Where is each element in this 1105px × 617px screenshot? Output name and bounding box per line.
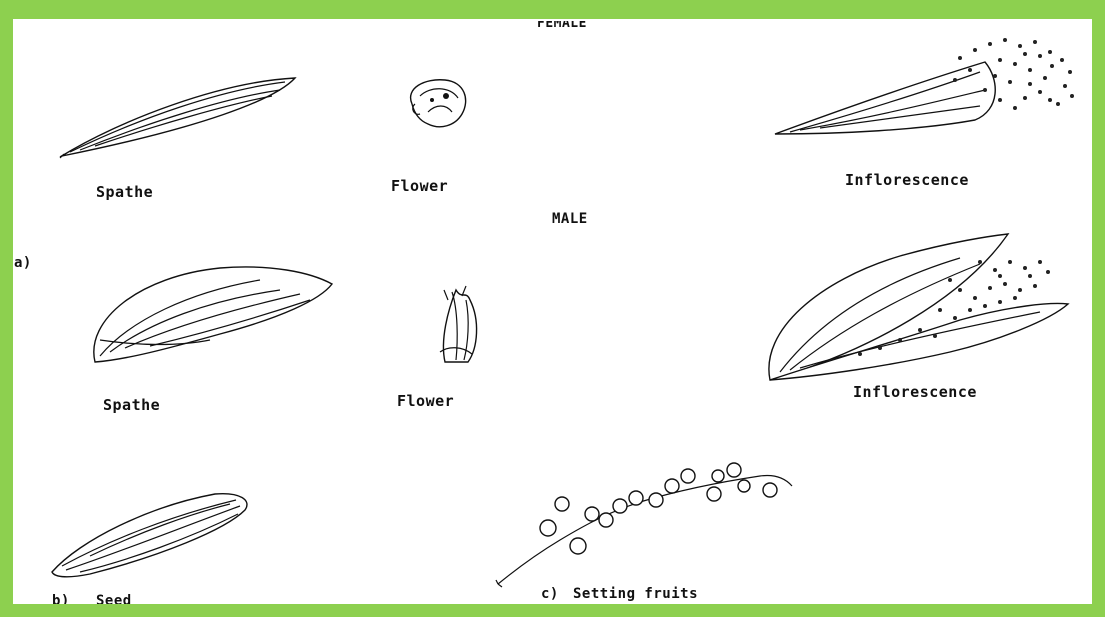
panel-marker-a: a) xyxy=(14,255,32,271)
female-inflorescence-label: Inflorescence xyxy=(845,171,969,189)
female-inflorescence-drawing xyxy=(775,38,1074,134)
setting-fruits-drawing xyxy=(496,463,792,587)
female-flower-label: Flower xyxy=(391,177,448,195)
female-spathe-drawing xyxy=(60,78,295,158)
seed-drawing xyxy=(52,494,247,577)
male-flower-label: Flower xyxy=(397,392,454,410)
female-flower-drawing xyxy=(411,80,466,127)
seed-label: Seed xyxy=(96,593,132,609)
setting-fruits-label: Setting fruits xyxy=(573,586,698,602)
male-spathe-drawing xyxy=(94,267,332,362)
male-flower-drawing xyxy=(440,286,477,362)
panel-marker-b: b) xyxy=(52,593,70,609)
male-spathe-label: Spathe xyxy=(103,396,160,414)
male-inflorescence-label: Inflorescence xyxy=(853,383,977,401)
female-spathe-label: Spathe xyxy=(96,183,153,201)
panel-marker-c: c) xyxy=(541,586,559,602)
male-inflorescence-drawing xyxy=(769,234,1068,380)
male-heading: MALE xyxy=(552,211,588,227)
